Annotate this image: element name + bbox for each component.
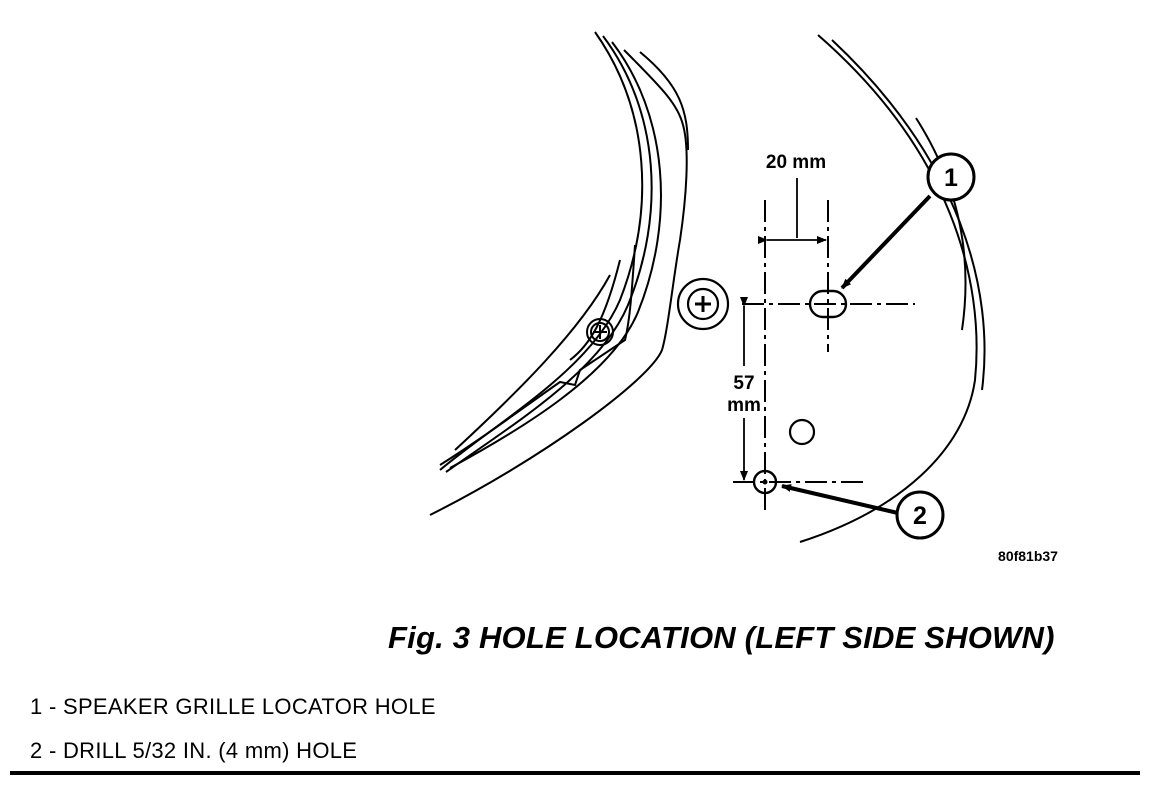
hole-location-diagram: 20 mm 57 mm 1 2 80f81b37 — [429, 31, 1058, 564]
drill-hole — [752, 469, 778, 495]
drill-hole-center — [762, 479, 768, 485]
locator-hole-slot — [808, 289, 848, 319]
centerlines — [733, 200, 915, 510]
speaker-grille-outline — [799, 34, 986, 543]
molding-screw — [586, 318, 614, 346]
existing-hole — [788, 418, 816, 446]
grille-opening-edge — [439, 244, 636, 466]
callout-1-leader — [840, 194, 932, 290]
callout-2: 2 — [895, 490, 945, 540]
vertical-dimension-value: 57 — [733, 373, 754, 394]
legend-item-1: 1 - SPEAKER GRILLE LOCATOR HOLE — [30, 694, 436, 719]
horizontal-dimension — [758, 178, 827, 244]
horizontal-dimension-label: 20 mm — [766, 152, 826, 173]
callout-2-leader — [781, 484, 899, 515]
bottom-rule — [10, 771, 1140, 775]
vertical-dimension-unit: mm — [727, 395, 761, 416]
legend-item-2: 2 - DRILL 5/32 IN. (4 mm) HOLE — [30, 738, 358, 763]
panel-screw — [676, 277, 730, 331]
callout-2-number: 2 — [913, 502, 927, 530]
callout-1: 1 — [926, 152, 976, 202]
figure-code: 80f81b37 — [998, 548, 1058, 564]
figure-caption: Fig. 3 HOLE LOCATION (LEFT SIDE SHOWN) — [388, 620, 1055, 655]
door-panel-outline — [429, 31, 689, 516]
callout-1-number: 1 — [944, 164, 958, 192]
